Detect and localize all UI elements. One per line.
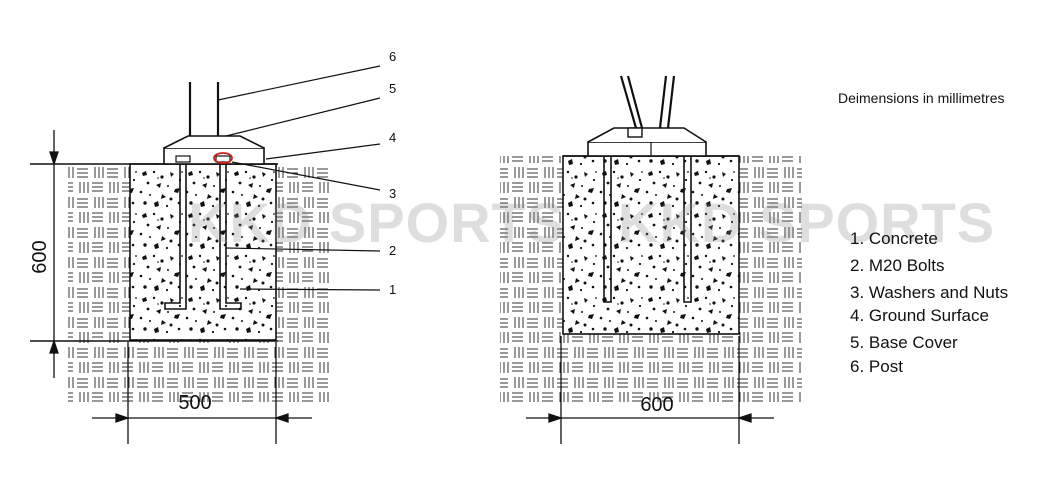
legend-item-washers: 3. Washers and Nuts [850,283,1008,302]
front-base-cover [587,127,707,143]
front-view: 600 [500,75,802,444]
side-nut-left [175,155,191,163]
watermark-left: KKD SPORTS [188,191,565,254]
side-bolts [164,162,242,310]
side-base-cover [163,135,265,149]
front-base-plate [587,141,707,157]
front-width-label: 600 [640,394,673,416]
legend-item-concrete: 1. Concrete [850,229,938,248]
callout-6: 6 [389,49,396,64]
watermark-right: KKD SPORTS [618,191,995,254]
side-height-dimension [49,130,59,378]
callout-4: 4 [389,130,396,145]
side-soil-lower [126,340,276,402]
side-width-label: 500 [178,392,211,414]
front-bolts [603,156,692,303]
legend-item-bolts: 2. M20 Bolts [850,256,945,275]
side-nut-right [215,155,231,163]
front-width-dimension [526,336,774,444]
legend: 1. Concrete 2. M20 Bolts 3. Washers and … [850,229,1008,376]
washer-highlight [213,152,233,164]
callout-2: 2 [389,243,396,258]
front-post [619,75,676,129]
side-width-dimension [92,342,312,444]
side-height-label: 600 [29,240,51,273]
units-note: Deimensions in millimetres [838,90,1005,106]
side-concrete [129,163,277,341]
front-concrete [562,155,740,335]
legend-item-post: 6. Post [850,357,903,376]
side-view: 600 500 6 5 4 3 2 1 [29,49,396,444]
callout-leaders [217,65,381,291]
front-nut [627,127,643,138]
callout-1: 1 [389,282,396,297]
callout-5: 5 [389,81,396,96]
callout-3: 3 [389,186,396,201]
legend-item-ground: 4. Ground Surface [850,306,989,325]
legend-item-base-cover: 5. Base Cover [850,333,958,352]
